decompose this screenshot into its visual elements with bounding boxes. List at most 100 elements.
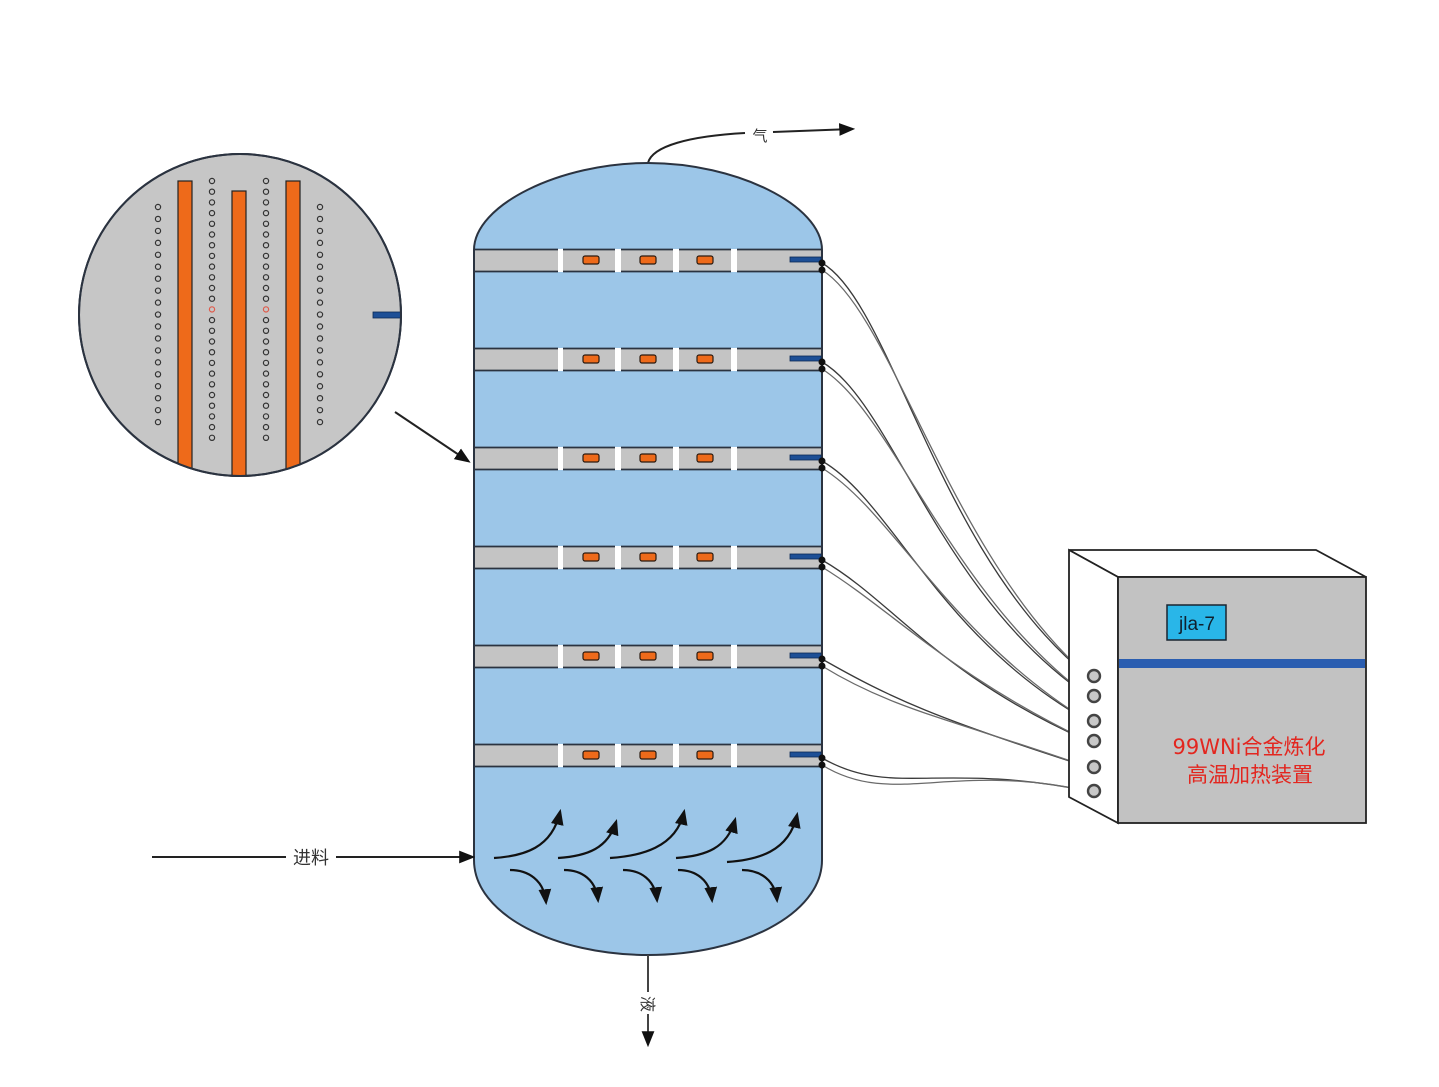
tray-heating-element bbox=[639, 750, 657, 760]
tray-2 bbox=[475, 347, 822, 372]
detail-hole bbox=[316, 371, 324, 378]
model-display-text: jla-7 bbox=[1178, 614, 1215, 635]
thermocouple-wire bbox=[821, 757, 1089, 792]
detail-hole bbox=[316, 239, 324, 247]
detail-hole bbox=[154, 371, 162, 378]
heater-terminal-6[interactable] bbox=[1086, 783, 1102, 799]
wire-node bbox=[818, 464, 826, 472]
tray-heating-element bbox=[696, 552, 714, 562]
wire-node bbox=[818, 563, 826, 571]
detail-hole bbox=[316, 215, 324, 223]
gas-outlet: 气 bbox=[647, 123, 856, 164]
detail-hole bbox=[262, 199, 270, 206]
detail-hole bbox=[316, 287, 324, 294]
detail-hole bbox=[316, 275, 324, 282]
tray-segment bbox=[737, 348, 821, 371]
tray-segment bbox=[475, 546, 558, 569]
thermocouple-wire bbox=[821, 764, 1089, 792]
heater-stripe bbox=[1119, 659, 1365, 668]
detail-hole bbox=[208, 252, 216, 260]
detail-hole bbox=[154, 203, 162, 211]
detail-heater-rod-3 bbox=[285, 180, 301, 476]
wire-node bbox=[818, 655, 826, 663]
model-display bbox=[1166, 604, 1227, 641]
detail-hole bbox=[316, 323, 324, 330]
detail-hole bbox=[208, 199, 216, 206]
detail-hole bbox=[154, 395, 162, 402]
detail-hole bbox=[208, 177, 216, 185]
detail-hole bbox=[154, 335, 162, 342]
heater-terminal-2[interactable] bbox=[1086, 688, 1102, 704]
tray-segment bbox=[737, 447, 821, 470]
detail-hole bbox=[262, 381, 270, 388]
detail-hole bbox=[262, 370, 270, 377]
detail-hole bbox=[208, 359, 216, 367]
detail-heater-rod-2 bbox=[231, 190, 247, 476]
thermocouple-wire bbox=[821, 262, 1089, 677]
detail-hole bbox=[262, 274, 270, 281]
detail-hole bbox=[208, 391, 216, 399]
liquid-down-arrow bbox=[509, 868, 552, 906]
detail-hole bbox=[316, 383, 324, 390]
liquid-outlet: 液 bbox=[638, 955, 657, 1048]
tray-stack bbox=[475, 248, 822, 768]
detail-hole bbox=[208, 338, 216, 345]
tray-segment bbox=[737, 744, 821, 767]
detail-hole bbox=[316, 263, 324, 270]
tray-6 bbox=[475, 743, 822, 768]
tray-heating-element bbox=[696, 453, 714, 463]
detail-hole bbox=[316, 251, 324, 258]
tray-heating-element bbox=[696, 255, 714, 265]
detail-sensor-bar bbox=[372, 311, 401, 319]
detail-hole bbox=[316, 347, 324, 354]
wire-node bbox=[818, 761, 826, 769]
detail-hole bbox=[208, 327, 216, 334]
detail-hole bbox=[262, 295, 270, 302]
tray-4 bbox=[475, 545, 822, 570]
detail-hole bbox=[262, 349, 270, 356]
thermocouple-wire bbox=[821, 658, 1089, 768]
detail-hole bbox=[316, 359, 324, 366]
detail-hole bbox=[316, 311, 324, 318]
heater-terminal-1[interactable] bbox=[1086, 668, 1102, 684]
tray-sensor-bar bbox=[789, 454, 822, 461]
detail-hole bbox=[262, 434, 270, 441]
tray-heating-element bbox=[696, 651, 714, 661]
detail-hole bbox=[154, 251, 162, 258]
detail-hole bbox=[208, 370, 216, 377]
gas-outlet-label: 气 bbox=[752, 127, 767, 145]
tray-heating-element bbox=[582, 255, 600, 265]
vapor-up-arrow bbox=[675, 816, 738, 860]
tray-segment bbox=[737, 546, 821, 569]
tray-heating-element bbox=[582, 552, 600, 562]
detail-hole bbox=[208, 231, 216, 238]
wire-node bbox=[818, 266, 826, 274]
thermocouple-wire bbox=[821, 269, 1089, 677]
tray-5 bbox=[475, 644, 822, 669]
tray-sensor-bar bbox=[789, 553, 822, 560]
detail-hole bbox=[262, 220, 270, 227]
detail-hole bbox=[262, 402, 270, 409]
detail-hole bbox=[316, 406, 324, 414]
tray-heating-element bbox=[696, 354, 714, 364]
heater-terminals bbox=[1086, 668, 1102, 799]
thermocouple-wire bbox=[821, 361, 1089, 697]
liquid-down-arrow bbox=[677, 868, 718, 904]
tray-segment bbox=[475, 645, 558, 668]
detail-hole bbox=[154, 359, 162, 366]
wire-node bbox=[818, 259, 826, 267]
wire-node bbox=[818, 556, 826, 564]
tray-segment bbox=[475, 447, 558, 470]
detail-hole bbox=[262, 252, 270, 260]
heater-terminal-4[interactable] bbox=[1086, 733, 1102, 749]
heater-side-face bbox=[1068, 548, 1119, 825]
detail-hole bbox=[316, 395, 324, 402]
heater-terminal-5[interactable] bbox=[1086, 759, 1102, 775]
heater-terminal-3[interactable] bbox=[1086, 713, 1102, 729]
detail-hole bbox=[262, 241, 270, 249]
tray-heating-element bbox=[639, 651, 657, 661]
thermocouple-wire bbox=[821, 467, 1089, 722]
detail-hole bbox=[262, 188, 270, 195]
detail-hole bbox=[154, 275, 162, 282]
